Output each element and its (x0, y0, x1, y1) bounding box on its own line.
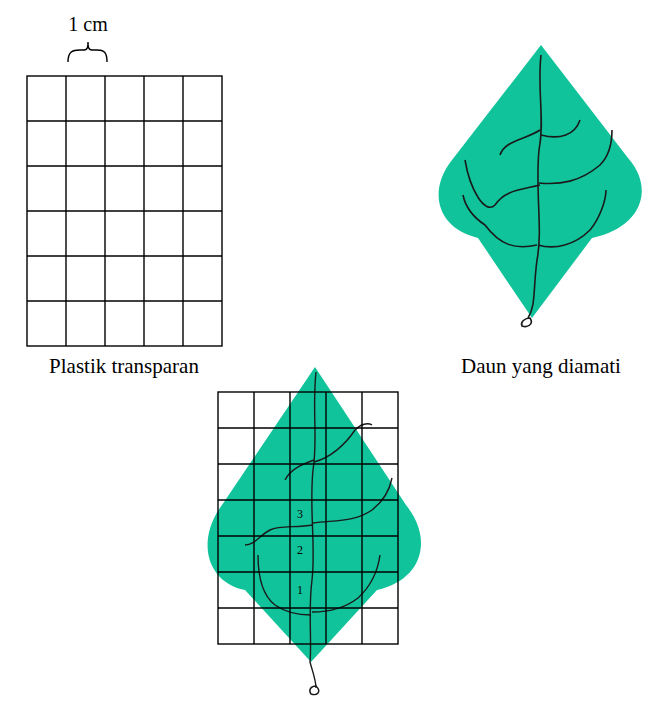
leaf-with-grid (208, 367, 421, 695)
dimension-label: 1 cm (68, 14, 107, 34)
plastic-grid (27, 76, 222, 346)
caption-label: Daun yang diamati (461, 356, 621, 377)
leaf (439, 45, 642, 327)
callout-number: 3 (296, 508, 304, 520)
bracket (68, 42, 107, 62)
callout-number: 2 (296, 544, 304, 556)
callout-number: 1 (296, 584, 304, 596)
caption-label: Plastik transparan (49, 356, 199, 377)
